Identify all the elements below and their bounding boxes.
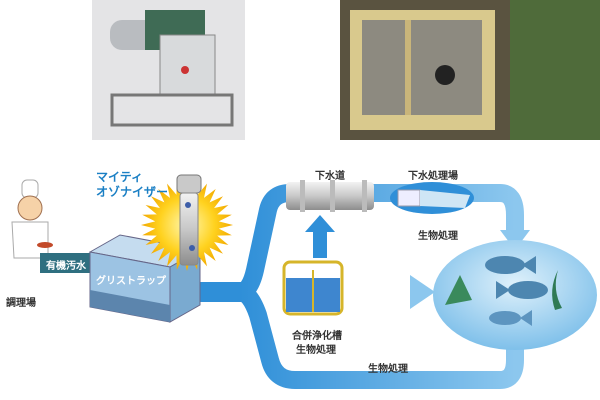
- label-organic-wastewater: 有機汚水: [46, 261, 86, 272]
- pond-with-fish: [433, 240, 597, 350]
- title-line2: オゾナイザー: [96, 185, 169, 199]
- label-septic-tank: 合併浄化槽: [292, 331, 342, 342]
- sewer-pipe: [286, 180, 374, 212]
- label-bio-treatment-tank: 生物処理: [296, 345, 336, 356]
- grease-trap-photo: [340, 0, 600, 140]
- ozonizer-product-photo: [92, 0, 245, 140]
- product-title: マイティ オゾナイザー: [96, 170, 168, 200]
- ozonizer-device: [141, 174, 233, 271]
- chef-illustration: [11, 179, 53, 259]
- label-sewage-plant: 下水処理場: [408, 171, 458, 182]
- arrow-up-to-sewer: [305, 215, 335, 258]
- label-grease-trap: グリストラップ: [96, 276, 166, 287]
- label-bio-treatment-bottom: 生物処理: [368, 364, 408, 375]
- grease-trap-box: [88, 234, 202, 323]
- arrow-head-middle: [410, 275, 435, 309]
- title-line1: マイティ: [96, 170, 144, 184]
- sewage-plant: [390, 182, 474, 214]
- septic-tank: [282, 260, 344, 316]
- label-bio-treatment-plant: 生物処理: [418, 231, 458, 242]
- label-kitchen: 調理場: [6, 298, 36, 309]
- label-sewer: 下水道: [315, 171, 345, 182]
